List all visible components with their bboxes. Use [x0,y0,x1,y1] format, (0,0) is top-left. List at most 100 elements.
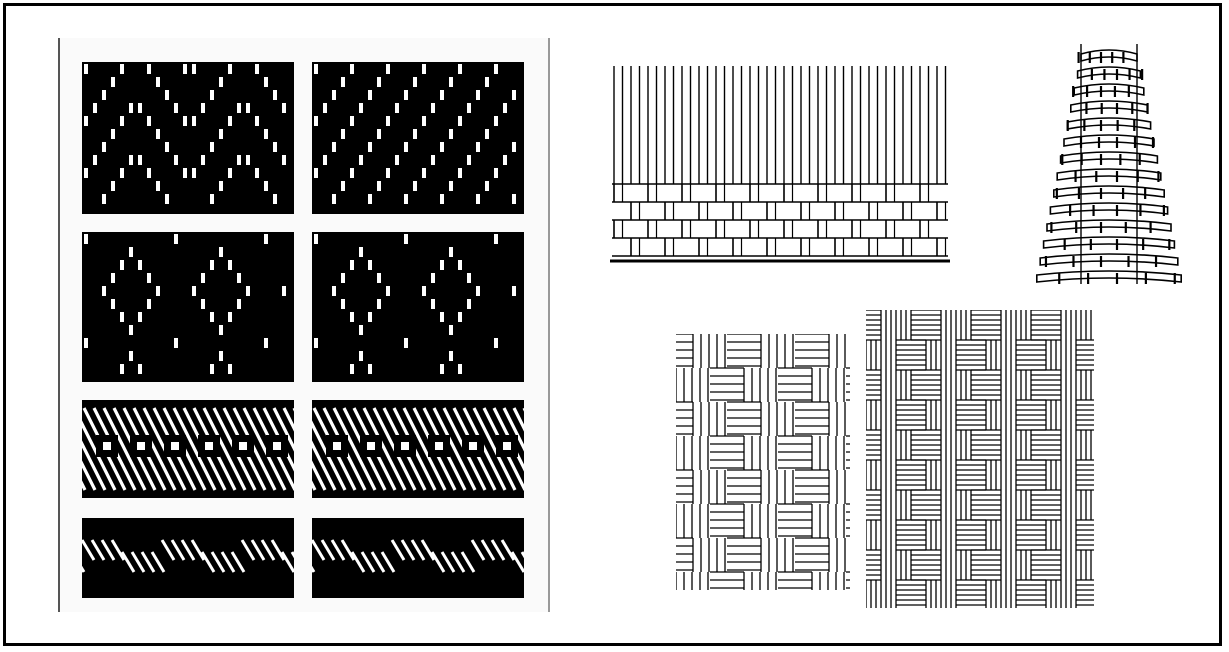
weave-gap [512,90,516,100]
weave-gap [120,168,124,178]
herringbone-block [941,430,971,460]
weave-gap [273,90,277,100]
weave-gap [219,247,223,257]
weave-gap [440,312,444,322]
weave-gap [174,155,178,165]
weave-gap [192,116,196,126]
herringbone-block [986,400,1016,430]
weave-gap [332,90,336,100]
checker-band-block [82,400,294,498]
weave-gap [264,77,268,87]
herringbone-block [710,368,744,400]
weave-gap [255,116,259,126]
herringbone-block [866,550,881,580]
herringbone-block [693,538,725,572]
weave-gap [395,155,399,165]
weave-gap [228,312,232,322]
herringbone-block [710,436,744,468]
herringbone-block [1001,550,1031,580]
weave-gap [440,194,444,204]
herringbone-block [956,520,986,550]
weave-gap [404,194,408,204]
weave-gap [210,364,214,374]
herringbone-block [727,334,761,366]
herringbone-block [881,430,911,460]
weave-gap [174,103,178,113]
weave-gap [255,64,259,74]
basket-weft-row [1044,237,1175,248]
weave-gap [192,168,196,178]
herringbone-block [911,490,941,520]
band-motif-center [171,442,179,450]
weave-gap [476,90,480,100]
weave-gap [512,286,516,296]
band-motif-center [205,442,213,450]
weave-gap [494,64,498,74]
basket-weft-row [1064,135,1154,146]
weave-gap [156,77,160,87]
weave-gap [264,181,268,191]
herringbone-block [866,370,881,400]
weave-gap [449,325,453,335]
weave-gap [102,286,106,296]
herringbone-block [710,504,744,536]
herringbone-diagram [676,334,850,590]
herringbone-block [1031,310,1061,340]
weave-gap [314,168,318,178]
herringbone-block [1001,490,1031,520]
herringbone-block [1016,340,1046,370]
herringbone-block [956,580,986,608]
weave-gap [93,103,97,113]
weave-gap [422,286,426,296]
weave-gap [237,103,241,113]
herringbone-block [676,402,693,434]
herringbone-block [676,368,708,402]
weave-gap [341,129,345,139]
weave-gap [138,364,142,374]
herringbone-block [1046,460,1076,490]
weave-gap [377,299,381,309]
weave-gap [440,364,444,374]
weave-gap [476,286,480,296]
weave-gap [350,116,354,126]
weave-gap [84,168,88,178]
herringbone-block [676,538,693,570]
twill-weave-start-diagram [610,64,952,266]
weave-gap [395,103,399,113]
herringbone-block [846,504,850,536]
herringbone-block [941,370,971,400]
herringbone-block [761,538,793,572]
weave-gap [350,364,354,374]
weave-gap [404,90,408,100]
weave-gap [314,338,318,348]
weave-gap [219,181,223,191]
weave-gap [314,64,318,74]
herringbone-block [971,550,1001,580]
weave-gap [377,77,381,87]
herringbone-block [727,402,761,434]
weave-gap [201,273,205,283]
herringbone-block [866,310,881,340]
weave-gap [255,168,259,178]
weave-gap [84,116,88,126]
weave-gap [485,129,489,139]
herringbone-block [1076,460,1094,490]
herringbone-block [896,400,926,430]
weave-gap [359,247,363,257]
weave-gap [228,116,232,126]
herringbone-block [1076,340,1094,370]
weave-gap [413,77,417,87]
herringbone-block [846,436,850,468]
herringbone-block [926,340,956,370]
weave-gap [377,129,381,139]
herringbone-block [986,520,1016,550]
weave-gap [341,299,345,309]
weave-gap [323,103,327,113]
herringbone-block [778,436,812,468]
herringbone-block [1046,340,1076,370]
herringbone-block [778,572,812,590]
herringbone-block [911,310,941,340]
weave-gap [458,116,462,126]
weave-gap [494,116,498,126]
basket-weft-row [1078,67,1141,78]
